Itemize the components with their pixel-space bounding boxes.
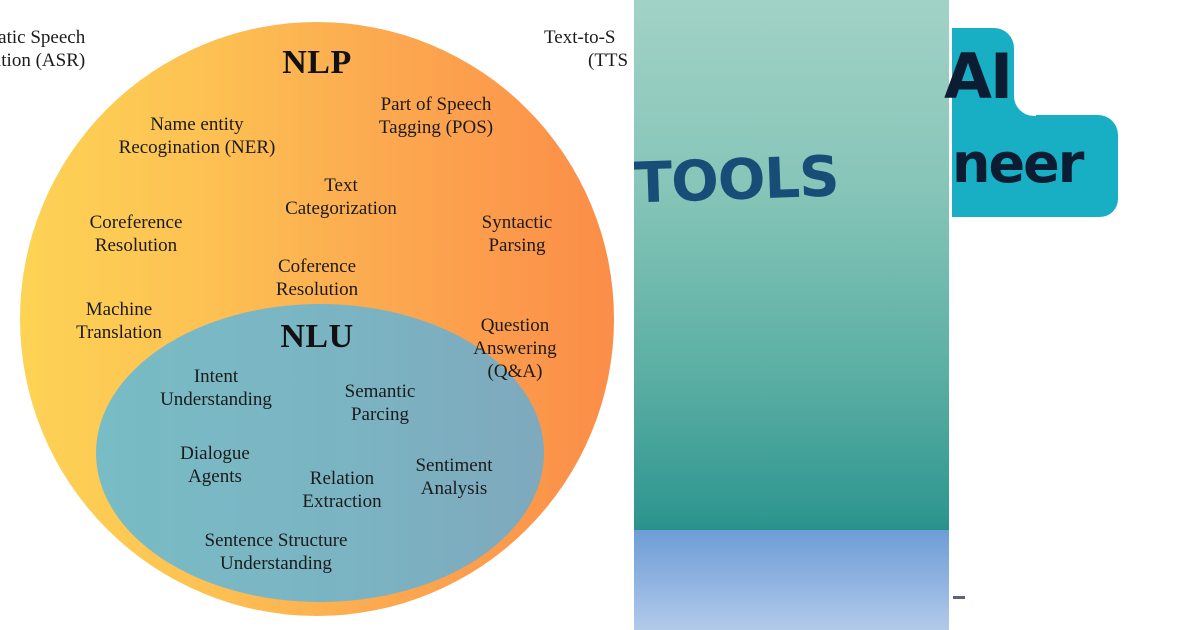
asr-label: atic Speech ition (ASR) bbox=[0, 26, 85, 72]
nlu-title: NLU bbox=[280, 318, 354, 355]
item-pos-line-1: Part of Speech bbox=[380, 94, 492, 115]
item-dialogue-line-1: Dialogue bbox=[180, 443, 250, 464]
item-semantic-parcing: Semantic Parcing bbox=[345, 380, 416, 426]
item-intent-line-1: Intent bbox=[193, 366, 239, 387]
asr-label-line-1: atic Speech bbox=[0, 27, 86, 48]
item-pos-line-2: Tagging (POS) bbox=[378, 117, 494, 138]
item-sentence-line-1: Sentence Structure bbox=[204, 530, 348, 551]
item-relation-line-2: Extraction bbox=[302, 491, 382, 512]
badge-text-neer: neer bbox=[952, 132, 1084, 195]
item-text-cat-line-2: Categorization bbox=[285, 198, 397, 219]
item-semantic-line-1: Semantic bbox=[344, 381, 416, 402]
item-intent-understanding: Intent Understanding bbox=[160, 365, 272, 411]
dash-mark bbox=[953, 596, 965, 599]
item-relation-extraction: Relation Extraction bbox=[302, 467, 381, 513]
item-text-categorization: Text Categorization bbox=[285, 174, 397, 220]
item-mt-line-1: Machine bbox=[85, 299, 153, 320]
item-intent-line-2: Understanding bbox=[160, 389, 272, 410]
tools-panel: TOOLS bbox=[634, 0, 949, 630]
item-ner-line-2: Recogination (NER) bbox=[118, 137, 276, 158]
item-syntactic-parsing: Syntactic Parsing bbox=[482, 211, 553, 257]
nlu-ellipse bbox=[96, 304, 544, 602]
tts-label-line-2: (TTS bbox=[588, 50, 629, 71]
item-coference-resolution: Coference Resolution bbox=[276, 255, 358, 301]
item-sentiment-line-1: Sentiment bbox=[415, 455, 493, 476]
item-sentence-structure-understanding: Sentence Structure Understanding bbox=[205, 529, 348, 575]
item-qa-line-2: Answering bbox=[473, 338, 557, 359]
item-sentence-line-2: Understanding bbox=[220, 553, 332, 574]
item-qa-line-1: Question bbox=[480, 315, 550, 336]
item-dialogue-agents: Dialogue Agents bbox=[180, 442, 250, 488]
tts-label-line-1: Text-to-S bbox=[544, 27, 616, 48]
item-syntactic-line-2: Parsing bbox=[488, 235, 546, 256]
tools-panel-floor bbox=[634, 530, 949, 630]
item-coref-1-line-2: Resolution bbox=[94, 235, 178, 256]
nlp-title: NLP bbox=[282, 44, 352, 81]
item-ner-line-1: Name entity bbox=[150, 114, 244, 135]
item-qa-line-3: (Q&A) bbox=[487, 361, 543, 382]
item-relation-line-1: Relation bbox=[309, 468, 375, 489]
item-coreference-resolution: Coreference Resolution bbox=[90, 211, 183, 257]
item-coref-2-line-2: Resolution bbox=[275, 279, 359, 300]
item-ner: Name entity Recogination (NER) bbox=[119, 113, 276, 159]
item-sentiment-analysis: Sentiment Analysis bbox=[415, 454, 492, 500]
item-text-cat-line-1: Text bbox=[324, 175, 358, 196]
item-dialogue-line-2: Agents bbox=[188, 466, 242, 487]
item-mt-line-2: Translation bbox=[76, 322, 162, 343]
item-semantic-line-2: Parcing bbox=[350, 404, 410, 425]
badge-text-ai: AI bbox=[944, 40, 1013, 113]
asr-label-line-2: ition (ASR) bbox=[0, 50, 86, 71]
item-sentiment-line-2: Analysis bbox=[420, 478, 488, 499]
tools-heading: TOOLS bbox=[634, 144, 840, 217]
item-coref-1-line-1: Coreference bbox=[89, 212, 183, 233]
item-coref-2-line-1: Coference bbox=[277, 256, 357, 277]
tts-label: Text-to-S (TTS bbox=[544, 26, 628, 72]
item-question-answering: Question Answering (Q&A) bbox=[473, 314, 556, 383]
badge-shape-bottom bbox=[952, 115, 1118, 217]
item-machine-translation: Machine Translation bbox=[76, 298, 162, 344]
item-syntactic-line-1: Syntactic bbox=[481, 212, 553, 233]
item-pos: Part of Speech Tagging (POS) bbox=[379, 93, 493, 139]
